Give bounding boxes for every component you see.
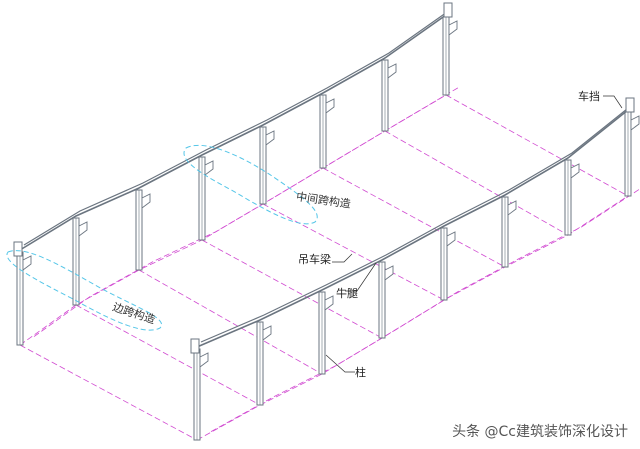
back-corbel [78,221,88,237]
front-corbel [384,265,394,281]
annotation-loop-middle [183,144,318,225]
back-crane-beam [19,14,447,251]
back-corbel [141,193,151,209]
grid-line-cross [19,344,198,441]
back-corbel [22,255,32,271]
grid-line-cross [138,269,323,375]
grid-line-cross [445,94,629,197]
label-niu-tui: 牛腿 [336,287,358,300]
label-diao-che-liang: 吊车梁 [298,253,331,266]
front-end-stop [625,97,635,113]
back-end-stop [13,241,23,257]
grid-line-cross [322,167,506,268]
back-corbel [265,130,275,146]
back-column-row [13,2,458,346]
front-corbel [630,115,640,131]
grid-line-long [210,188,640,432]
annotation-loop-edge [6,250,163,331]
front-corbel [446,231,456,247]
front-corbel [262,325,272,341]
leader-niu-tui [345,262,377,292]
annotation-loops [6,144,318,331]
front-crane-rail [200,104,633,343]
grid-line-cross [384,130,569,236]
back-corbel [204,160,214,176]
front-crane-beam [196,109,629,348]
grid-line-cross [262,203,445,301]
leader-che-dang [603,95,623,109]
label-zhu: 柱 [355,366,366,379]
front-corbel [324,295,334,311]
front-column-row [190,97,640,441]
grid-line-cross [75,304,261,406]
back-crane-rail [23,9,451,246]
front-corbel [199,352,209,368]
back-corbel [325,98,335,114]
leader-diao-che-liang [332,253,353,263]
front-end-stop [190,338,200,354]
grid-line-long [33,86,461,337]
leader-zhu [325,354,355,373]
back-corbel [387,63,397,79]
ground-grid-lines [19,86,640,441]
front-corbel [507,200,517,216]
watermark: 头条 @Cc建筑装饰深化设计 [452,424,628,440]
back-end-stop [443,2,453,18]
back-corbel [448,20,458,36]
grid-line-cross [201,239,383,339]
front-corbel [570,163,580,179]
leader-lines [325,95,623,373]
label-che-dang: 车挡 [578,90,600,103]
grid-line-long [196,195,629,441]
